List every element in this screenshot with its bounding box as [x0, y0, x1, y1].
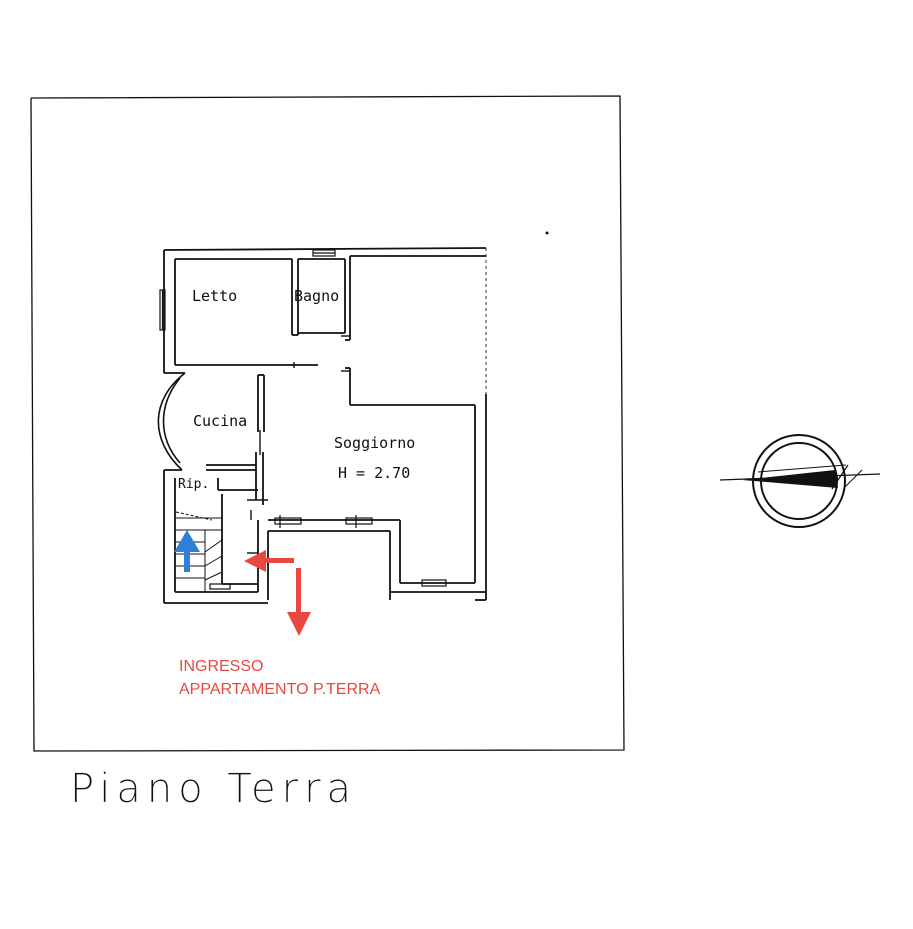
room-label-letto: Letto [192, 287, 237, 305]
room-height-label: H = 2.70 [338, 464, 410, 482]
kitchen-bay-window [157, 372, 186, 471]
floor-title: Piano Terra [70, 766, 358, 812]
scan-speck [545, 231, 549, 235]
entrance-label-line2: APPARTAMENTO P.TERRA [179, 681, 381, 698]
door-marks [247, 335, 350, 554]
stair-up-arrow-icon [174, 530, 200, 572]
windows [159, 249, 447, 590]
lot-boundary [30, 95, 625, 752]
room-label-cucina: Cucina [193, 412, 247, 430]
room-label-soggiorno: Soggiorno [334, 434, 415, 452]
north-compass-icon [719, 434, 881, 528]
room-label-bagno: Bagno [294, 287, 339, 305]
entrance-arrow-icon [244, 550, 311, 636]
entrance-label-line1: INGRESSO [179, 658, 263, 675]
building-walls [163, 247, 487, 604]
room-label-ripostiglio: Rip. [178, 477, 209, 492]
